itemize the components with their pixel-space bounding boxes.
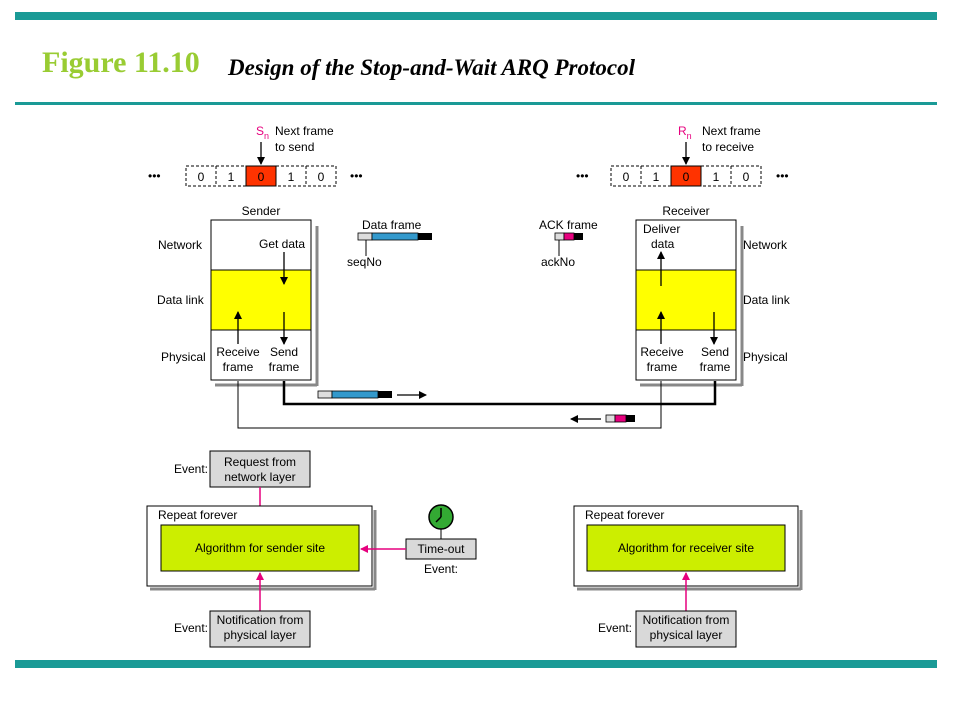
title-underline <box>15 102 937 105</box>
data-frame-legend: Data frame seqNo <box>347 218 432 269</box>
ack-link-wire <box>237 381 662 429</box>
sender-datalink-layer <box>211 270 311 330</box>
sender-repeat-label: Repeat forever <box>158 508 237 522</box>
ack-frame-in-transit <box>570 414 635 423</box>
sender-stack-box <box>210 219 312 381</box>
sender-event-top-label: Event: <box>174 462 208 476</box>
receiver-window-caption-2: to receive <box>702 140 754 154</box>
data-frame-in-transit <box>317 390 427 399</box>
ack-frame-legend: ACK frame ackNo <box>539 218 598 269</box>
receiver-algorithm-box <box>586 524 786 572</box>
receiver-window-caption-1: Next frame <box>702 124 761 138</box>
figure-number: Figure 11.10 <box>42 46 200 79</box>
sender-notify-text-2: physical layer <box>224 628 297 642</box>
ack-frame-label: ACK frame <box>539 218 598 232</box>
sender-receive-label-1: Receive <box>216 345 260 359</box>
sender-algorithm-text: Algorithm for sender site <box>195 541 325 555</box>
receiver-window-ellipsis-left: ••• <box>576 169 589 183</box>
sender-cell: 1 <box>228 170 235 184</box>
request-event-box <box>209 450 311 488</box>
sender-cell: 1 <box>288 170 295 184</box>
deliver-label-1: Deliver <box>643 222 680 236</box>
seqno-label: seqNo <box>347 255 382 269</box>
receiver-repeat-label: Repeat forever <box>585 508 664 522</box>
data-link-wire <box>282 381 717 406</box>
receiver-stack-box <box>635 219 737 381</box>
rn-label: Rn <box>678 124 692 141</box>
receiver-cell: 1 <box>653 170 660 184</box>
sender-network-label: Network <box>158 238 203 252</box>
sender-notify-text-1: Notification from <box>217 613 304 627</box>
data-frame-label: Data frame <box>362 218 422 232</box>
receiver-datalink-layer <box>636 270 736 330</box>
sender-window-current-cell <box>245 165 277 187</box>
receiver-send-label-1: Send <box>701 345 729 359</box>
receiver-window: Rn Next frame to receive ••• 0 1 0 1 0 •… <box>576 124 789 187</box>
sender-window-caption-2: to send <box>275 140 314 154</box>
figure-title: Design of the Stop-and-Wait ARQ Protocol <box>228 55 635 80</box>
top-rule <box>15 12 937 20</box>
receiver-window-current-cell <box>670 165 702 187</box>
receiver-notify-text-2: physical layer <box>650 628 723 642</box>
sender-window-ellipsis-right: ••• <box>350 169 363 183</box>
receiver-notify-event-box <box>635 610 737 648</box>
get-data-label: Get data <box>259 237 305 251</box>
receiver-algorithm: Repeat forever Algorithm for receiver si… <box>573 505 803 648</box>
receiver-network-label: Network <box>743 238 788 252</box>
request-event-text-1: Request from <box>224 455 296 469</box>
sn-label: Sn <box>256 124 269 141</box>
receiver-receive-label-2: frame <box>647 360 678 374</box>
sender-send-label-1: Send <box>270 345 298 359</box>
sender-stack: Sender Network Data link Physical Get da… <box>157 204 319 387</box>
sender-event-bottom-label: Event: <box>174 621 208 635</box>
receiver-receive-label-1: Receive <box>640 345 684 359</box>
receiver-event-bottom-label: Event: <box>598 621 632 635</box>
receiver-stack: Receiver Network Data link Physical Deli… <box>635 204 791 387</box>
clock-icon <box>428 504 454 530</box>
receiver-cell: 0 <box>683 170 690 184</box>
receiver-algorithm-text: Algorithm for receiver site <box>618 541 754 555</box>
sender-cell: 0 <box>258 170 265 184</box>
ackno-label: ackNo <box>541 255 575 269</box>
timeout-text: Time-out <box>418 542 466 556</box>
timeout-event-label: Event: <box>424 562 458 576</box>
sender-window-caption-1: Next frame <box>275 124 334 138</box>
sender-send-label-2: frame <box>269 360 300 374</box>
receiver-title: Receiver <box>662 204 709 218</box>
receiver-send-label-2: frame <box>700 360 731 374</box>
receiver-cell: 0 <box>743 170 750 184</box>
receiver-window-ellipsis-right: ••• <box>776 169 789 183</box>
sender-title: Sender <box>242 204 281 218</box>
sender-physical-label: Physical <box>161 350 206 364</box>
sender-cell: 0 <box>318 170 325 184</box>
sender-cell: 0 <box>198 170 205 184</box>
receiver-datalink-label: Data link <box>743 293 791 307</box>
deliver-label-2: data <box>651 237 675 251</box>
bottom-rule <box>15 660 937 668</box>
sender-receive-label-2: frame <box>223 360 254 374</box>
sender-datalink-label: Data link <box>157 293 205 307</box>
receiver-cell: 0 <box>623 170 630 184</box>
sender-notify-event-box <box>209 610 311 648</box>
sender-window-ellipsis-left: ••• <box>148 169 161 183</box>
request-event-text-2: network layer <box>224 470 295 484</box>
physical-link <box>237 381 717 429</box>
sender-algorithm: Event: Request from network layer Repeat… <box>146 450 477 648</box>
receiver-notify-text-1: Notification from <box>643 613 730 627</box>
receiver-cell: 1 <box>713 170 720 184</box>
sender-window: Sn Next frame to send ••• 0 1 0 1 0 ••• <box>148 124 363 187</box>
receiver-physical-label: Physical <box>743 350 788 364</box>
sender-algorithm-box <box>160 524 360 572</box>
